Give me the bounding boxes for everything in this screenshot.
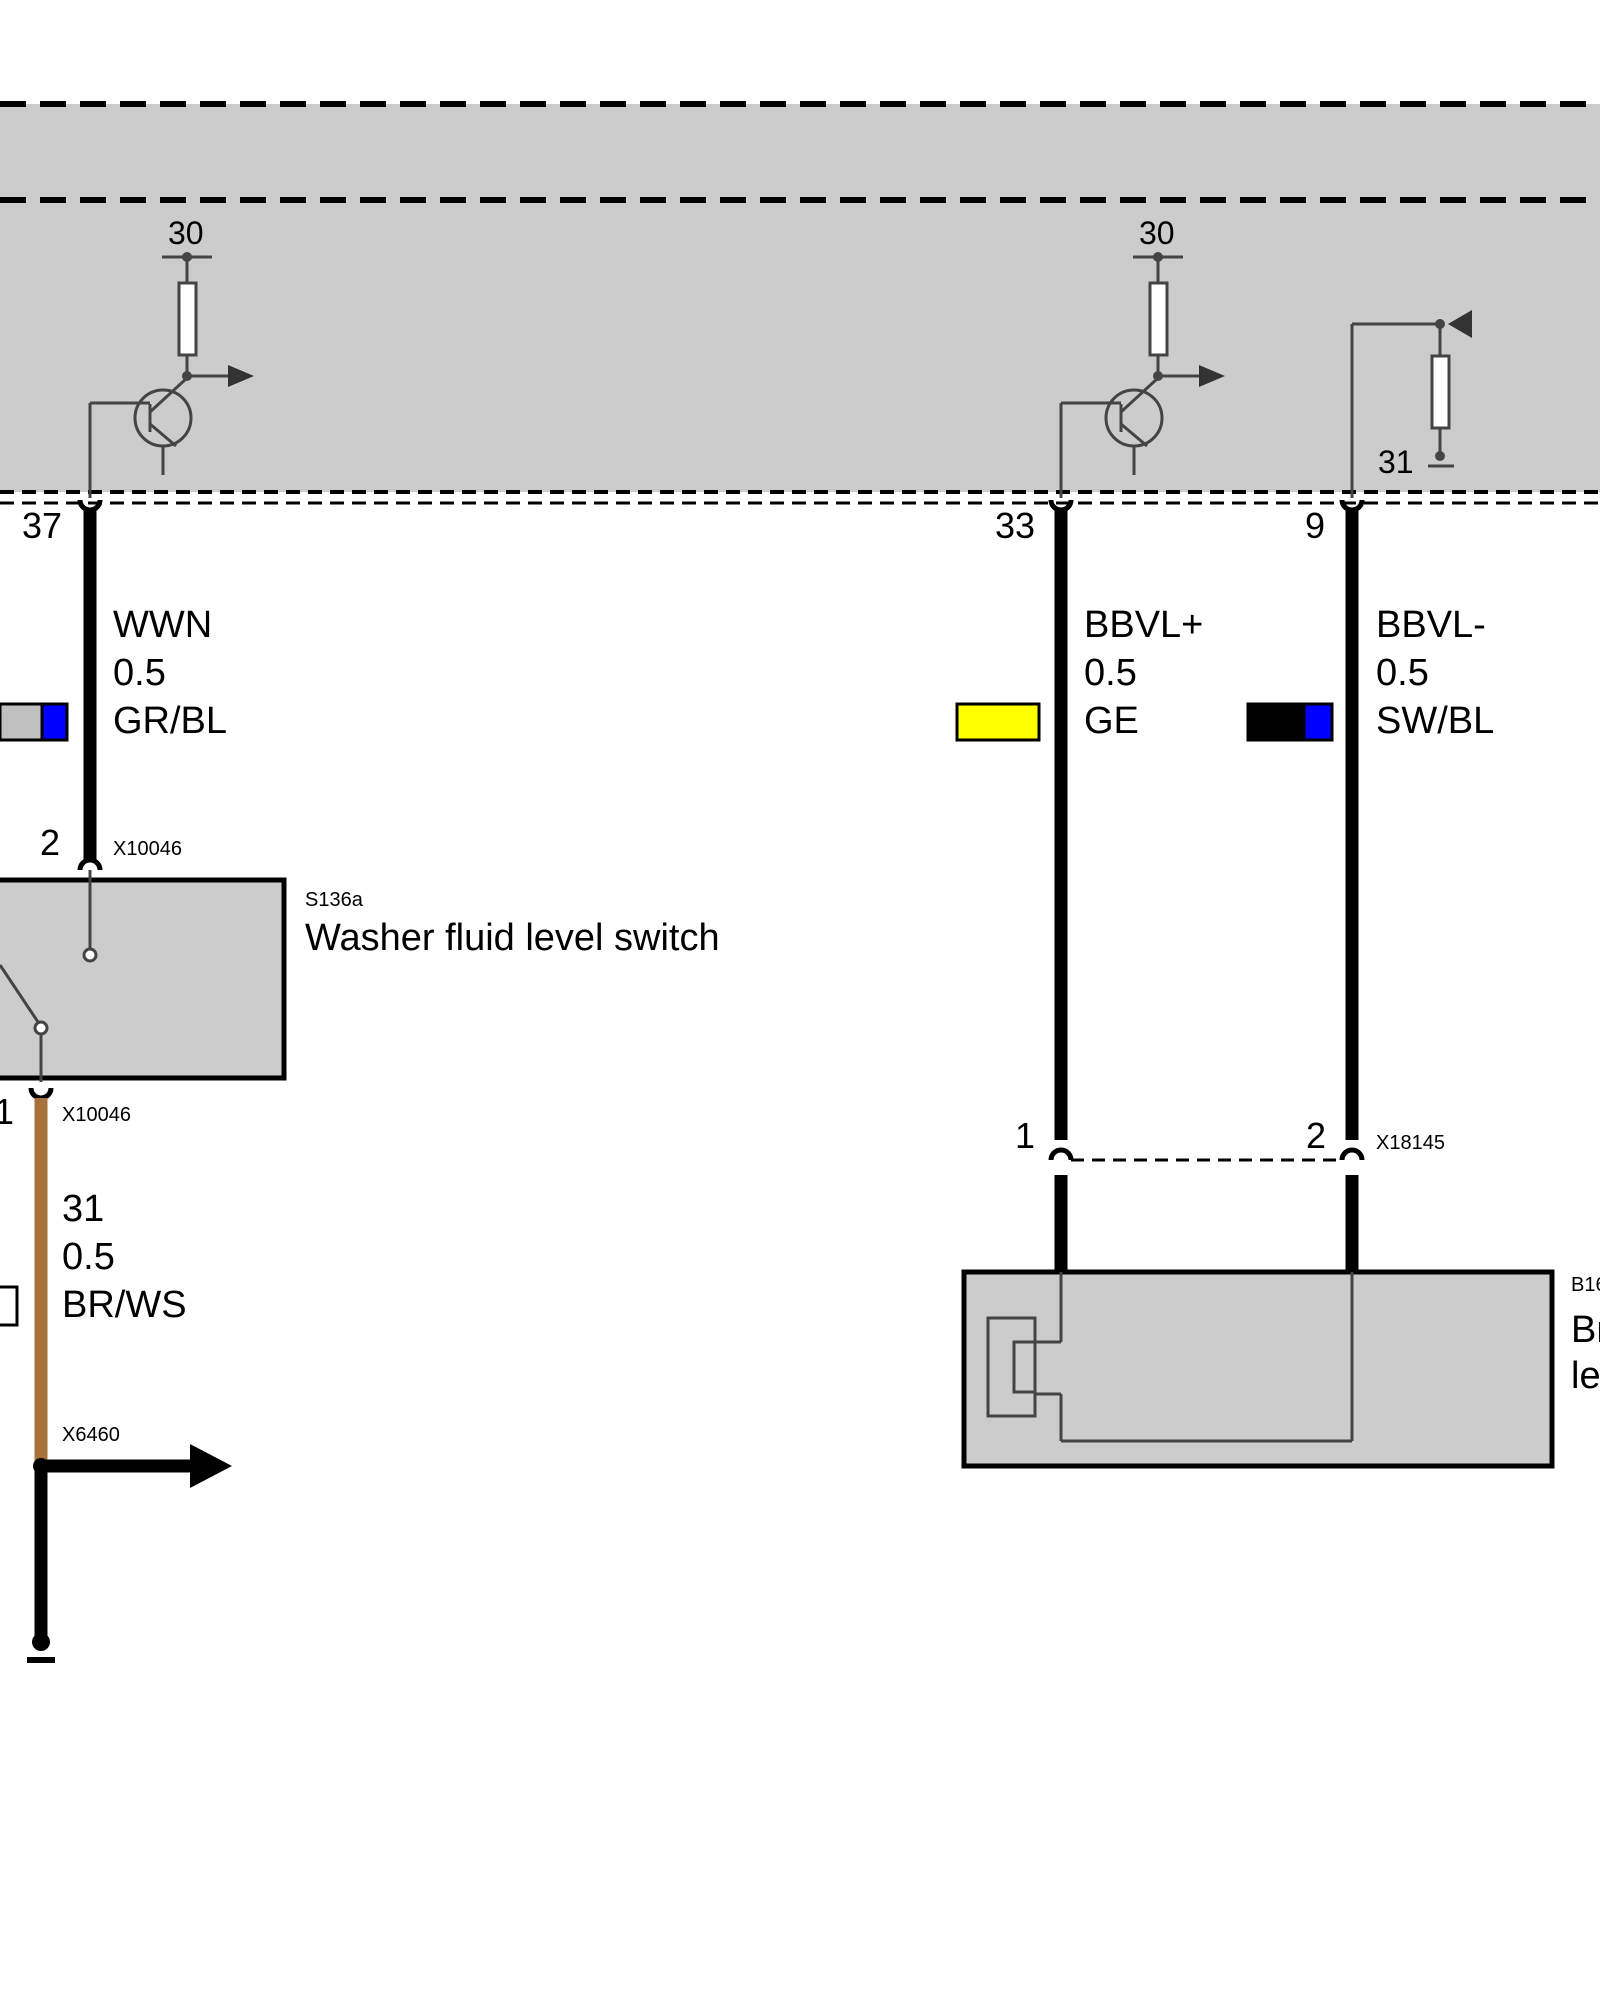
control-module xyxy=(0,101,1600,505)
wire-ground[interactable]: 31 0.5 BR/WS xyxy=(0,1098,187,1466)
wire-bbvl-minus-color-swatch xyxy=(1246,702,1334,742)
wire-bbvl-plus-signal: BBVL+ xyxy=(1084,604,1203,646)
splice-arrow-icon xyxy=(190,1444,232,1488)
washer-switch-pin-bottom: 1 xyxy=(0,1091,14,1132)
brake-sensor-terminal-1-icon xyxy=(1048,1147,1074,1161)
wire-bbvl-plus-size: 0.5 xyxy=(1084,652,1137,694)
washer-switch-connector-top: X10046 xyxy=(113,838,182,860)
brake-sensor-id: B16 xyxy=(1571,1274,1600,1296)
internal-ground-resistor: 31 xyxy=(1350,310,1472,498)
internal-driver-right: 30 xyxy=(1059,215,1225,498)
washer-switch-terminal-bottom-icon xyxy=(28,1087,54,1101)
brake-sensor-pin-1: 1 xyxy=(1015,1115,1035,1156)
wire-bbvl-minus-color-code: SW/BL xyxy=(1376,700,1494,742)
brake-sensor-name-line2: le xyxy=(1571,1355,1600,1397)
wire-wwn-color-swatch xyxy=(0,702,69,742)
wire-ground-color-code: BR/WS xyxy=(62,1284,187,1326)
brake-sensor-name-line1: Br xyxy=(1571,1309,1600,1351)
splice-x6460: X6460 xyxy=(27,1424,232,1663)
pin-37-label: 37 xyxy=(22,505,62,546)
wire-bbvl-plus[interactable]: BBVL+ 0.5 GE xyxy=(955,510,1203,1140)
wire-bbvl-minus-size: 0.5 xyxy=(1376,652,1429,694)
brake-sensor-connector: X18145 xyxy=(1376,1132,1445,1154)
washer-switch-id: S136a xyxy=(305,889,364,911)
supply-label-left: 30 xyxy=(168,215,204,251)
washer-fluid-level-switch: 2 X10046 1 X10046 S136a Washer fluid lev… xyxy=(0,822,720,1132)
washer-switch-name: Washer fluid level switch xyxy=(305,917,720,959)
wire-bbvl-minus-signal: BBVL- xyxy=(1376,604,1486,646)
internal-driver-left: 30 xyxy=(88,215,254,498)
wire-bbvl-plus-color-code: GE xyxy=(1084,700,1139,742)
ground-label-internal: 31 xyxy=(1378,444,1414,480)
wire-wwn-size: 0.5 xyxy=(113,652,166,694)
wire-ground-signal: 31 xyxy=(62,1188,104,1230)
wire-bbvl-plus-color-swatch xyxy=(955,702,1041,742)
supply-label-right: 30 xyxy=(1139,215,1175,251)
washer-switch-pin-top: 2 xyxy=(40,822,60,863)
wire-bbvl-minus[interactable]: BBVL- 0.5 SW/BL xyxy=(1246,510,1494,1140)
pin-9-label: 9 xyxy=(1305,505,1325,546)
wire-ground-size: 0.5 xyxy=(62,1236,115,1278)
washer-switch-terminal-top-icon xyxy=(77,857,103,871)
brake-sensor-pin-2: 2 xyxy=(1306,1115,1326,1156)
reed-contact-icon xyxy=(986,1316,1061,1418)
washer-switch-connector-bottom: X10046 xyxy=(62,1104,131,1126)
brake-fluid-level-sensor: 1 2 X18145 B16 Br le xyxy=(961,1115,1600,1469)
brake-sensor-terminal-2-icon xyxy=(1339,1147,1365,1161)
wire-wwn-color-code: GR/BL xyxy=(113,700,227,742)
splice-id: X6460 xyxy=(62,1424,120,1446)
wire-wwn-signal: WWN xyxy=(113,604,212,646)
wire-wwn[interactable]: WWN 0.5 GR/BL xyxy=(0,510,227,860)
pin-33-label: 33 xyxy=(995,505,1035,546)
wire-ground-color-swatch xyxy=(0,1285,19,1327)
